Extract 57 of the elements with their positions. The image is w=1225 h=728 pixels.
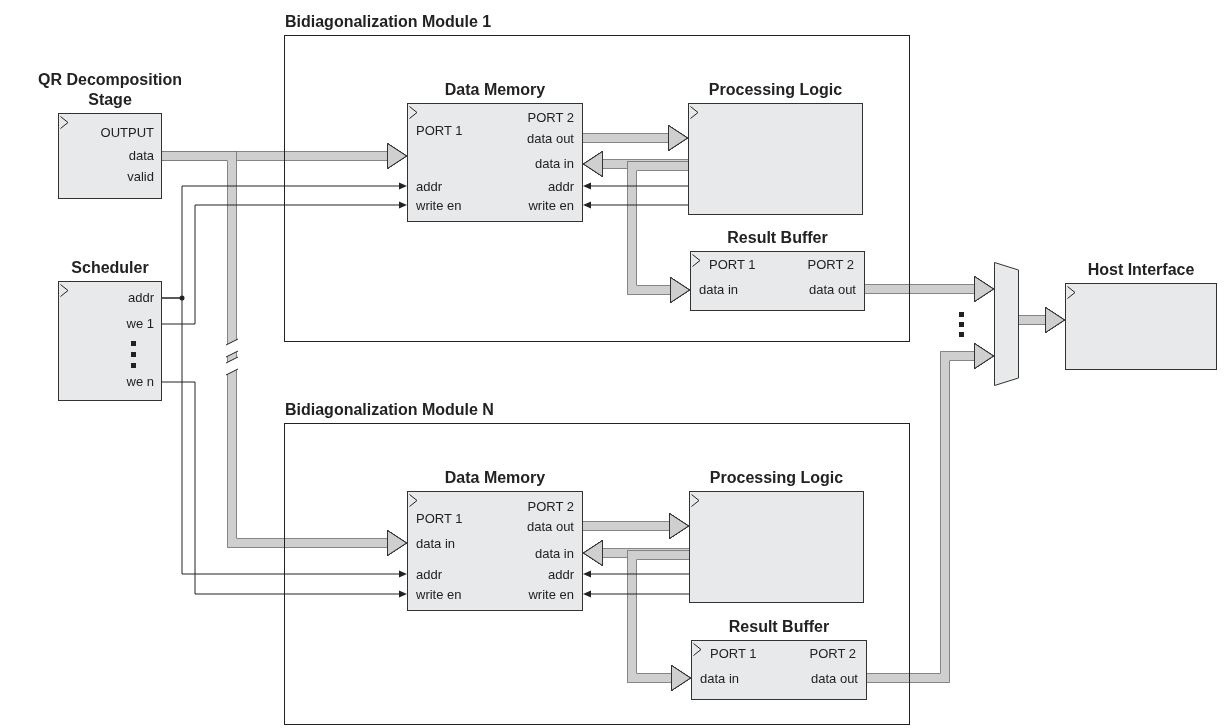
port-label: write en: [528, 198, 574, 214]
port-label: addr: [416, 567, 443, 583]
port-label: PORT 2: [807, 257, 854, 273]
signal-arrow: [583, 570, 690, 578]
port-label: data in: [416, 536, 456, 552]
block-title: Data Memory: [444, 468, 546, 488]
port-label: write en: [416, 198, 462, 214]
port-label: data out: [527, 131, 574, 147]
port-label: PORT 1: [709, 257, 756, 273]
port-label: PORT 2: [527, 110, 574, 126]
block-title: Processing Logic: [709, 468, 844, 488]
port-label: data in: [699, 282, 739, 298]
block-title: Processing Logic: [708, 80, 843, 100]
bus-arrow: [583, 513, 689, 539]
signal-arrow: [161, 297, 407, 578]
multiplexer-shape: [994, 262, 1019, 386]
port-label: addr: [416, 179, 443, 195]
port-label: data out: [809, 282, 856, 298]
block-title: Host Interface: [1087, 260, 1195, 280]
block-title: Scheduler: [71, 258, 149, 278]
port-label: PORT 1: [416, 123, 463, 139]
port-label: addr: [127, 290, 154, 306]
port-label: data in: [700, 671, 740, 687]
port-label: write en: [416, 587, 462, 603]
signal-arrow: [161, 201, 407, 325]
port-label: addr: [547, 567, 574, 583]
port-label: PORT 2: [527, 499, 574, 515]
signal-arrow: [583, 590, 690, 598]
block-title: Result Buffer: [727, 228, 828, 248]
bus-arrow: [583, 125, 688, 151]
port-label: write en: [528, 587, 574, 603]
port-label: data out: [527, 519, 574, 535]
port-label: data in: [534, 546, 574, 562]
port-label: data in: [534, 156, 574, 172]
bus-arrow: [865, 276, 994, 302]
port-label: we 1: [126, 316, 154, 332]
signal-arrow: [161, 381, 407, 598]
module-title: Bidiagonalization Module N: [285, 400, 494, 420]
port-label: valid: [127, 169, 154, 185]
bus-arrow: [867, 343, 994, 683]
signal-arrow: [583, 182, 689, 190]
block-title: QR Decomposition Stage: [37, 70, 183, 110]
port-label: data out: [811, 671, 858, 687]
block-title: Result Buffer: [728, 617, 830, 637]
signal-arrow: [583, 201, 689, 209]
port-label: PORT 2: [809, 646, 856, 662]
block-title: Data Memory: [444, 80, 546, 100]
bus-arrow: [583, 151, 688, 177]
port-label: addr: [547, 179, 574, 195]
port-label: data: [128, 148, 154, 164]
port-label: PORT 1: [710, 646, 757, 662]
bus-arrow: [583, 540, 689, 566]
port-label: PORT 1: [416, 511, 463, 527]
bus-arrow: [162, 151, 407, 556]
module-title: Bidiagonalization Module 1: [285, 12, 492, 32]
port-label: OUTPUT: [100, 125, 154, 141]
port-label: we n: [126, 374, 154, 390]
